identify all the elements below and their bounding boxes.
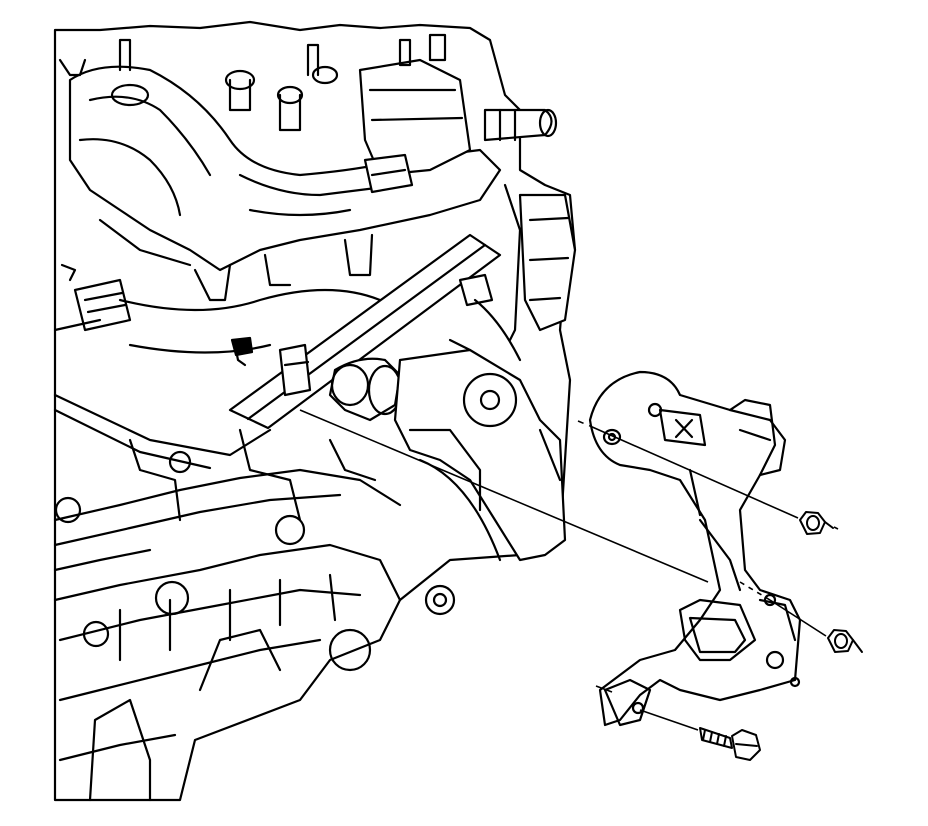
wiring-harness: [53, 58, 502, 470]
upper-nut: [799, 511, 834, 535]
lower-nut: [827, 629, 863, 653]
mount-bracket: [588, 370, 802, 727]
intake-manifold: [53, 33, 558, 332]
mount-bolt: [699, 727, 761, 761]
alignment-lines: [299, 409, 839, 731]
exhaust-manifold: [393, 183, 577, 562]
